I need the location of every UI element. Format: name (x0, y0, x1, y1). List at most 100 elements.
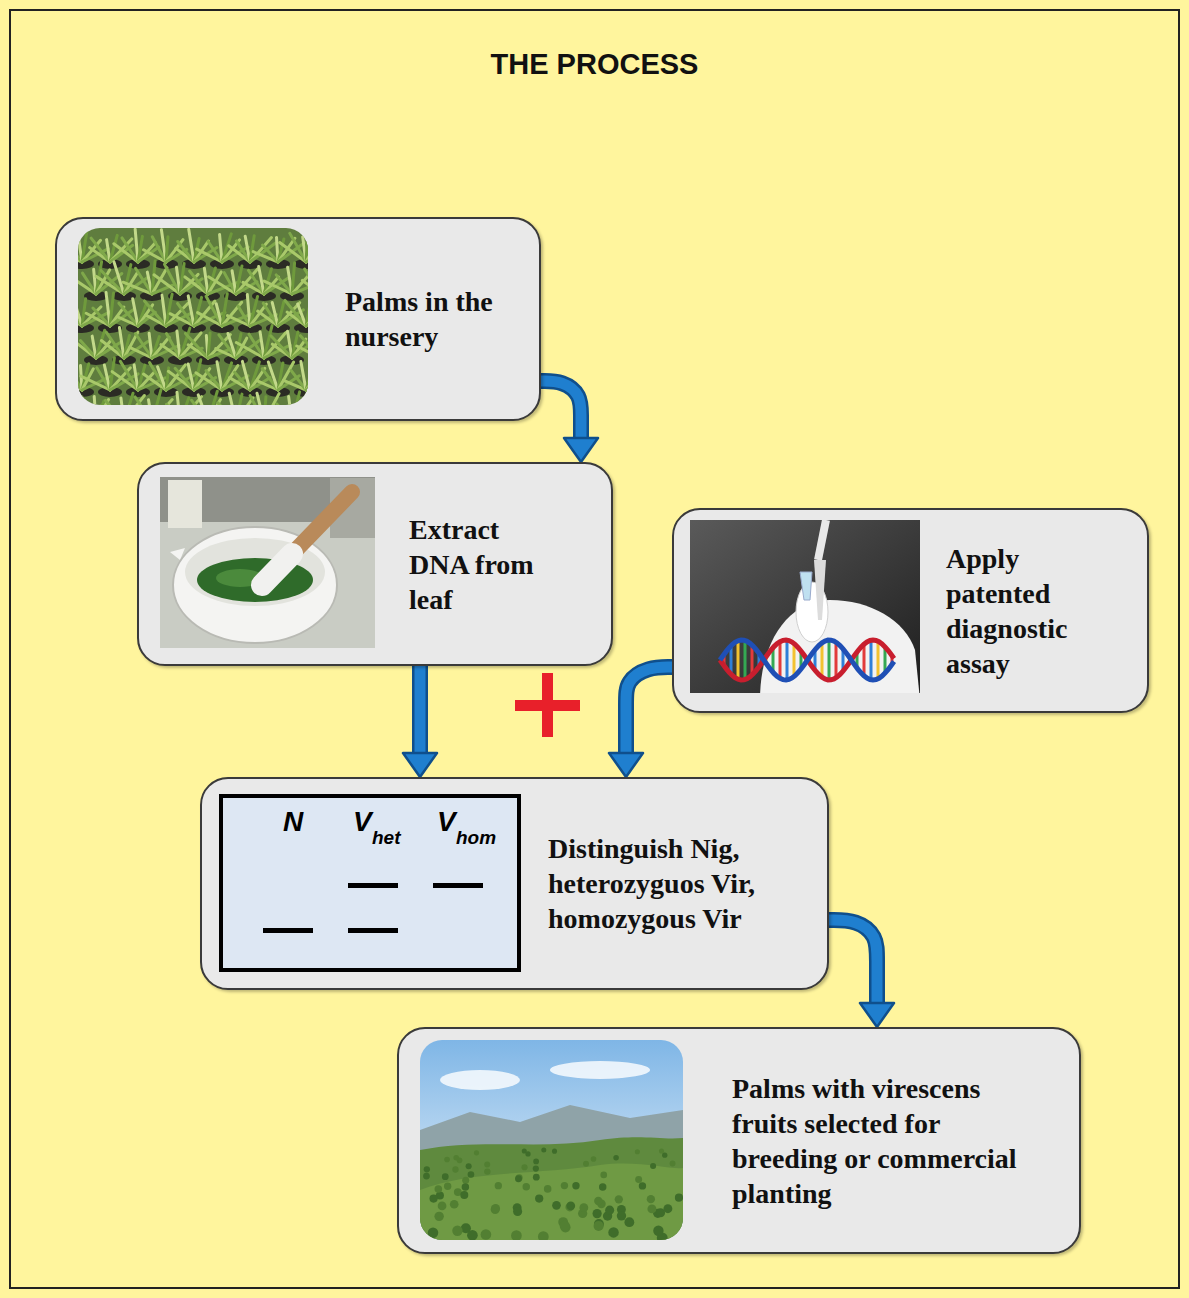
nursery-photo (82, 307, 101, 326)
nursery-photo (82, 240, 101, 262)
nursery-photo (278, 238, 295, 262)
pipette-photo (807, 659, 810, 660)
nursery-photo (248, 270, 264, 294)
mortar-photo (197, 558, 313, 602)
nursery-photo (110, 235, 117, 262)
plantation-photo (599, 1183, 606, 1190)
box-text: Distinguish Nig, heterozyguos Vir, homoz… (548, 831, 813, 936)
nursery-photo (78, 228, 308, 405)
text-area: Extract DNA from leaf (409, 512, 559, 617)
plantation-photo (515, 1175, 522, 1182)
nursery-photo (177, 331, 180, 358)
nursery-photo (167, 404, 180, 405)
nursery-photo (288, 331, 292, 358)
plantation-photo (605, 1206, 614, 1215)
pipette-photo (800, 572, 812, 600)
plantation-photo (647, 1195, 655, 1203)
plantation-photo (491, 1205, 500, 1214)
nursery-photo (264, 281, 292, 294)
nursery-photo (84, 355, 108, 365)
nursery-photo (188, 296, 194, 326)
nursery-photo (208, 282, 240, 294)
nursery-photo (264, 394, 279, 405)
nursery-photo (258, 311, 278, 326)
nursery-photo (180, 274, 198, 294)
nursery-photo (236, 342, 264, 358)
nursery-photo (147, 272, 152, 294)
plantation-photo (538, 1231, 549, 1240)
nursery-photo (222, 247, 248, 262)
nursery-photo (236, 340, 260, 358)
plantation-photo (460, 1191, 468, 1199)
nursery-photo (303, 237, 306, 262)
nursery-photo (302, 280, 308, 294)
nursery-photo (297, 346, 308, 358)
nursery-photo (232, 271, 236, 294)
plantation-photo (420, 1040, 683, 1240)
nursery-photo (124, 278, 148, 294)
nursery-photo (124, 335, 129, 358)
pipette-photo (751, 645, 754, 675)
nursery-photo (138, 372, 154, 390)
pipette-photo (884, 647, 887, 673)
nursery-photo (228, 333, 236, 358)
pipette-photo (720, 640, 894, 680)
nursery-photo (268, 362, 278, 390)
nursery-photo (96, 401, 104, 405)
pipette-photo (730, 646, 733, 674)
nursery-photo (166, 375, 195, 390)
nursery-photo (208, 268, 215, 294)
diagram-title: THE PROCESS (0, 46, 1189, 82)
nursery-photo (264, 333, 286, 358)
nursery-photo (289, 397, 292, 405)
nursery-photo (82, 231, 87, 262)
plantation-photo (653, 1226, 663, 1236)
plantation-photo (461, 1223, 471, 1233)
text-area: Palms in the nursery (345, 284, 525, 354)
nursery-photo (235, 372, 250, 390)
nursery-photo (152, 337, 159, 358)
nursery-photo (291, 371, 306, 390)
plantation-photo (466, 1163, 472, 1169)
nursery-photo (124, 265, 131, 294)
plantation-photo (608, 1227, 618, 1237)
process-box: Palms with virescens fruits selected for… (397, 1027, 1081, 1254)
nursery-photo (98, 387, 122, 397)
nursery-photo (259, 266, 264, 294)
plantation-photo (521, 1164, 527, 1170)
nursery-photo (101, 341, 124, 358)
nursery-photo (292, 263, 295, 294)
nursery-photo (208, 400, 220, 405)
nursery-photo (97, 368, 110, 390)
nursery-photo (126, 323, 150, 333)
nursery-photo (306, 237, 308, 262)
nursery-photo (110, 307, 124, 326)
nursery-photo (229, 378, 250, 390)
nursery-photo (206, 296, 222, 326)
plantation-photo (653, 1209, 662, 1218)
nursery-photo (204, 268, 208, 294)
nursery-photo (138, 247, 159, 262)
nursery-photo (264, 277, 278, 294)
nursery-photo (94, 269, 96, 294)
nursery-photo (287, 312, 306, 326)
flow-arrow (609, 667, 672, 777)
mortar-photo (330, 478, 375, 538)
plantation-photo (468, 1171, 475, 1178)
arrow-body (541, 381, 581, 438)
nursery-photo (264, 397, 266, 405)
nursery-photo (146, 315, 166, 326)
nursery-photo (112, 291, 136, 301)
nursery-photo (180, 279, 202, 294)
nursery-photo (133, 299, 138, 326)
mortar-photo (160, 477, 375, 522)
nursery-photo (138, 305, 146, 326)
nursery-photo (180, 398, 189, 405)
nursery-photo (206, 335, 208, 358)
nursery-photo (78, 387, 94, 397)
plantation-photo (593, 1209, 602, 1218)
plantation-photo (535, 1194, 543, 1202)
nursery-photo (216, 304, 222, 326)
nursery-photo (222, 302, 242, 326)
nursery-photo (306, 250, 308, 262)
